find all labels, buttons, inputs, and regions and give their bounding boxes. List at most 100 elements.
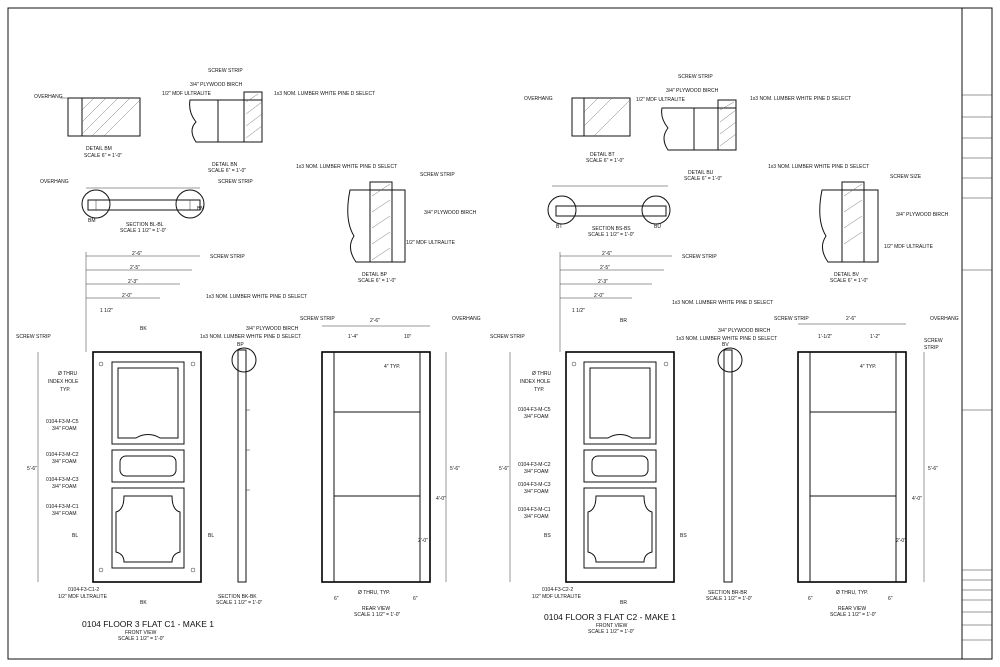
detail-bp-lumber: 1x3 NOM. LUMBER WHITE PINE D SELECT: [296, 164, 397, 170]
dim-front-4: 2'-0": [122, 293, 132, 299]
rear-name: REAR VIEW: [362, 606, 390, 612]
detail-bn-plywood: 3/4" PLYWOOD BIRCH: [190, 82, 243, 88]
front2-lumber: 1x3 NOM. LUMBER WHITE PINE D SELECT: [672, 300, 773, 306]
base-mdf-2: 1/2" MDF ULTRALITE: [532, 594, 582, 600]
index-hole-2: INDEX HOLE: [520, 379, 551, 385]
front2-view-scale: SCALE 1 1/2" = 1'-0": [588, 629, 635, 635]
rear2-bottom-a: 6": [808, 596, 813, 602]
panel2-c1: 0104-F3-M-C1: [518, 507, 551, 513]
section-bk-lumber: 1x3 NOM. LUMBER WHITE PINE D SELECT: [200, 334, 301, 340]
tag-bn: BN: [197, 206, 204, 212]
tag-bu: BU: [654, 224, 661, 230]
section-bs-scale: SCALE 1 1/2" = 1'-0": [588, 232, 635, 238]
rear-width: 2'-6": [370, 318, 380, 324]
rear2-dim-c: 4'-0": [912, 496, 922, 502]
detail-bm-scale: SCALE 6" = 1'-0": [84, 153, 122, 159]
detail-bp-scale: SCALE 6" = 1'-0": [358, 278, 396, 284]
detail-bn-name: DETAIL BN: [212, 162, 238, 168]
front-screw-strip-2: SCREW STRIP: [16, 334, 51, 340]
dim-front2-3: 2'-3": [598, 279, 608, 285]
front-screw-strip: SCREW STRIP: [210, 254, 245, 260]
front2-view-label: FRONT VIEW: [596, 623, 628, 629]
sheet-border: [7, 7, 993, 660]
detail-bp: 1x3 NOM. LUMBER WHITE PINE D SELECT SCRE…: [296, 164, 477, 284]
thru-hole: Ø THRU: [58, 371, 77, 377]
rear2-name: REAR VIEW: [838, 606, 866, 612]
rear-dim-c: 4'-0": [436, 496, 446, 502]
dim-front2-5: 1 1/2": [572, 308, 585, 314]
detail-bn-scale: SCALE 6" = 1'-0": [208, 168, 246, 174]
rear-bottom-b: 6": [413, 596, 418, 602]
title-c2: 0104 FLOOR 3 FLAT C2 - MAKE 1: [544, 612, 676, 622]
section-bl: OVERHANG SCREW STRIP BM BN SECTION BL-BL…: [40, 179, 253, 234]
section-bk: BP 3/4" PLYWOOD BIRCH 1x3 NOM. LUMBER WH…: [200, 326, 301, 606]
front2-screw-2: SCREW STRIP: [490, 334, 525, 340]
rear-height: 5'-6": [450, 466, 460, 472]
tag-bl-left: BL: [72, 533, 78, 539]
detail-bm-overhang: OVERHANG: [34, 94, 63, 100]
panel-c3-foam: 3/4" FOAM: [52, 484, 77, 490]
rear2-screw-b: SCREW: [924, 338, 943, 344]
detail-bp-name: DETAIL BP: [362, 272, 388, 278]
front-height: 5'-6": [27, 466, 37, 472]
front2-height: 5'-6": [499, 466, 509, 472]
tag-br-top: BR: [620, 318, 627, 324]
detail-bv-name: DETAIL BV: [834, 272, 860, 278]
panel-c2-foam: 3/4" FOAM: [52, 459, 77, 465]
detail-bu-scale: SCALE 6" = 1'-0": [684, 176, 722, 182]
index-hole: INDEX HOLE: [48, 379, 79, 385]
panel2-c2: 0104-F3-M-C2: [518, 462, 551, 468]
rear2-typ: 4" TYP.: [860, 364, 876, 370]
section-bs: BT BU SECTION BS-BS SCALE 1 1/2" = 1'-0": [547, 185, 671, 238]
detail-bt-scale: SCALE 6" = 1'-0": [586, 158, 624, 164]
detail-bt: OVERHANG DETAIL BT SCALE 6" = 1'-0": [524, 96, 631, 164]
section-bk-scale: SCALE 1 1/2" = 1'-0": [216, 600, 263, 606]
detail-bv-plywood: 3/4" PLYWOOD BIRCH: [896, 212, 949, 218]
tag-bk-bottom: BK: [140, 600, 147, 606]
tag-bl-right: BL: [208, 533, 214, 539]
dim-front2-2: 2'-5": [600, 265, 610, 271]
tag-bp: BP: [237, 342, 244, 348]
detail-bv-screw: SCREW SIZE: [890, 174, 922, 180]
section-bk-name: SECTION BK-BK: [218, 594, 257, 600]
section-br-lumber: 1x3 NOM. LUMBER WHITE PINE D SELECT: [676, 336, 777, 342]
title-block: [961, 8, 992, 659]
rear2-thru: Ø THRU, TYP.: [836, 590, 868, 596]
detail-bu-plywood: 3/4" PLYWOOD BIRCH: [666, 88, 719, 94]
dim-front2-1: 2'-6": [602, 251, 612, 257]
panel-c5: 0104-F3-M-C5: [46, 419, 79, 425]
section-bl-scale: SCALE 1 1/2" = 1'-0": [120, 228, 167, 234]
section-br-plywood: 3/4" PLYWOOD BIRCH: [718, 328, 771, 334]
tag-bs-right: BS: [680, 533, 687, 539]
panel2-c3: 0104-F3-M-C3: [518, 482, 551, 488]
rear2-strip: STRIP: [924, 345, 939, 351]
flat-c2-set: OVERHANG DETAIL BT SCALE 6" = 1'-0" SCRE…: [490, 74, 959, 635]
rear-typ: 4" TYP.: [384, 364, 400, 370]
dim-front-5: 1 1/2": [100, 308, 113, 314]
rear-view-c1: 2'-6" 1'-4" 10" SCREW STRIP OVERHANG 4" …: [300, 316, 481, 618]
index-typ-2: TYP.: [534, 387, 544, 393]
detail-bt-name: DETAIL BT: [590, 152, 615, 158]
detail-bu-screw: SCREW STRIP: [678, 74, 713, 80]
dim-front-1: 2'-6": [132, 251, 142, 257]
rear2-height: 5'-6": [928, 466, 938, 472]
front-view-label: FRONT VIEW: [125, 630, 157, 636]
detail-bu-mdf: 1/2" MDF ULTRALITE: [636, 97, 686, 103]
rear2-screw: SCREW STRIP: [774, 316, 809, 322]
detail-bt-overhang: OVERHANG: [524, 96, 553, 102]
panel2-c3-foam: 3/4" FOAM: [524, 489, 549, 495]
detail-bn: SCREW STRIP 3/4" PLYWOOD BIRCH 1/2" MDF …: [162, 68, 375, 174]
detail-bv-scale: SCALE 6" = 1'-0": [830, 278, 868, 284]
index-typ: TYP.: [60, 387, 70, 393]
detail-bm: OVERHANG DETAIL BM SCALE 6" = 1'-0": [34, 94, 141, 159]
tag-bt: BT: [556, 224, 562, 230]
detail-bv-lumber: 1x3 NOM. LUMBER WHITE PINE D SELECT: [768, 164, 869, 170]
section-br-name: SECTION BR-BR: [708, 590, 748, 596]
detail-bm-name: DETAIL BM: [86, 146, 112, 152]
detail-bv-mdf: 1/2" MDF ULTRALITE: [884, 244, 934, 250]
rear2-scale: SCALE 1 1/2" = 1'-0": [830, 612, 877, 618]
rear2-bottom-b: 6": [888, 596, 893, 602]
detail-bn-screw: SCREW STRIP: [208, 68, 243, 74]
panel-c2: 0104-F3-M-C2: [46, 452, 79, 458]
detail-bp-screw: SCREW STRIP: [420, 172, 455, 178]
